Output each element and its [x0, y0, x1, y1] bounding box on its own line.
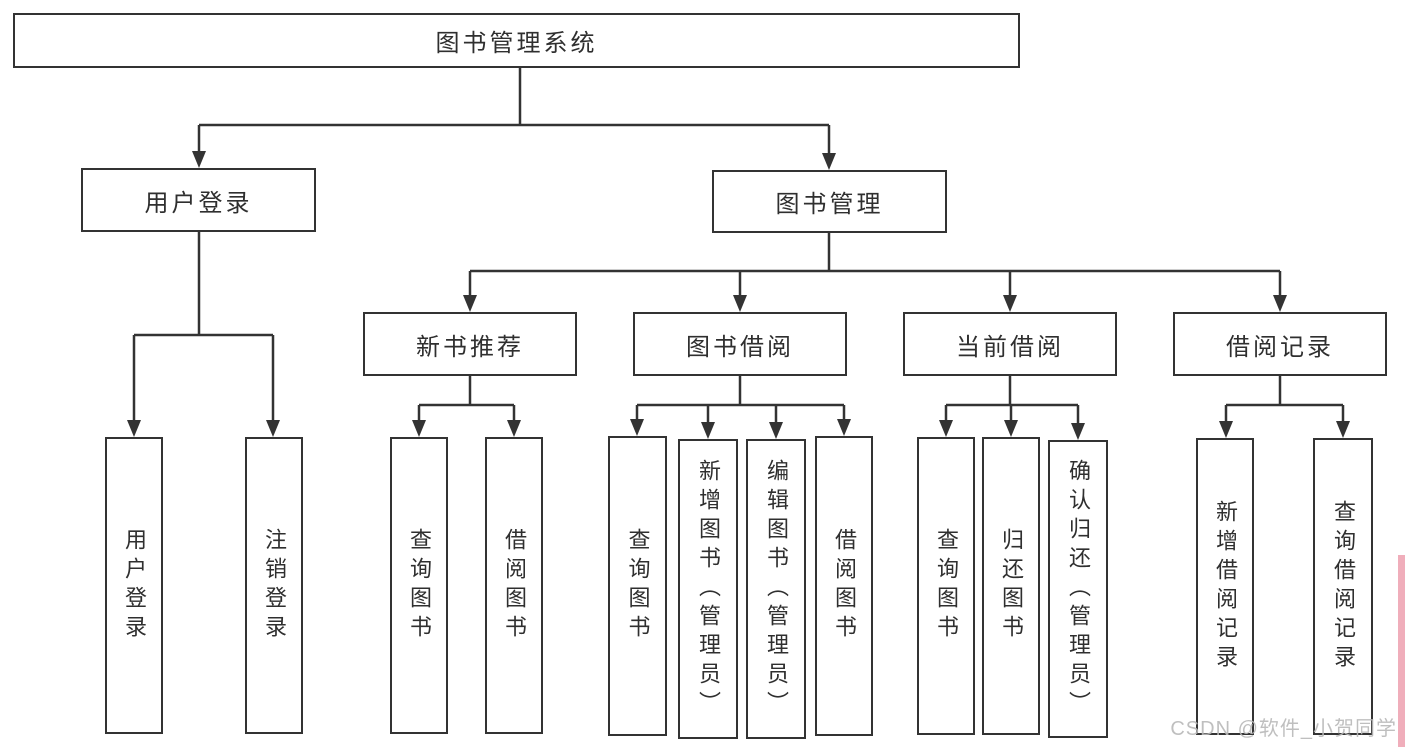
leaf-query-borrow-record: 查询借阅记录: [1313, 438, 1373, 735]
csdn-watermark: CSDN @软件_小贺同学: [1170, 718, 1397, 740]
leaf-label: 用户登录: [122, 527, 147, 644]
leaf-label: 注销登录: [262, 527, 287, 644]
leaf-borrow-books: 借阅图书: [815, 436, 873, 736]
leaf-label: 查询图书: [934, 528, 959, 644]
leaf-confirm-return-admin: 确认归还（管理员）: [1048, 440, 1108, 738]
leaf-user-login: 用户登录: [105, 437, 163, 734]
leaf-label: 归还图书: [999, 528, 1024, 644]
leaf-edit-books-admin: 编辑图书（管理员）: [746, 439, 806, 739]
leaf-label: 查询图书: [407, 527, 432, 644]
leaf-add-books-admin: 新增图书（管理员）: [678, 439, 738, 739]
leaf-label: 查询借阅记录: [1331, 499, 1356, 674]
leaf-query-books: 查询图书: [608, 436, 667, 736]
node-root-library-system: 图书管理系统: [13, 13, 1020, 68]
node-borrowing-records: 借阅记录: [1173, 312, 1387, 376]
leaf-return-books: 归还图书: [982, 437, 1040, 735]
leaf-label: 确认归还（管理员）: [1066, 458, 1091, 720]
node-new-book-recommend: 新书推荐: [363, 312, 577, 376]
node-user-login: 用户登录: [81, 168, 316, 232]
leaf-query-books: 查询图书: [917, 437, 975, 735]
leaf-label: 编辑图书（管理员）: [764, 458, 789, 720]
leaf-add-borrow-record: 新增借阅记录: [1196, 438, 1254, 735]
node-book-management: 图书管理: [712, 170, 947, 233]
leaf-label: 借阅图书: [832, 528, 857, 644]
leaf-query-books: 查询图书: [390, 437, 448, 734]
leaf-borrow-books: 借阅图书: [485, 437, 543, 734]
right-edge-accent-strip: [1398, 555, 1405, 747]
node-book-borrowing: 图书借阅: [633, 312, 847, 376]
leaf-label: 借阅图书: [502, 527, 527, 644]
leaf-label: 新增借阅记录: [1213, 499, 1238, 674]
leaf-label: 新增图书（管理员）: [696, 458, 721, 720]
leaf-label: 查询图书: [625, 528, 651, 644]
node-current-borrowing: 当前借阅: [903, 312, 1117, 376]
leaf-logout: 注销登录: [245, 437, 303, 734]
